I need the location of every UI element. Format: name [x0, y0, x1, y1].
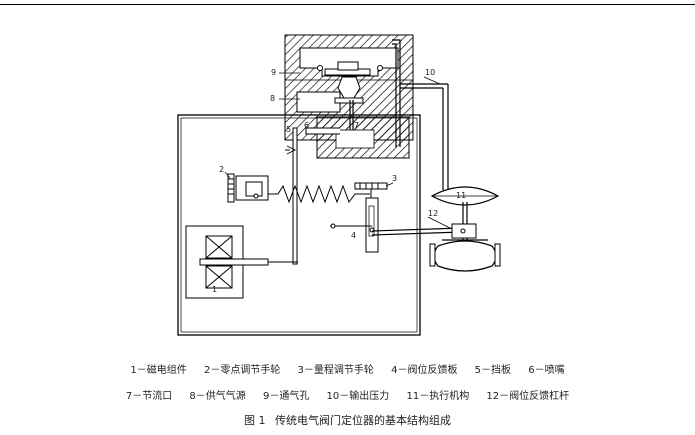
figure-number: 图 1	[244, 414, 266, 427]
legend-item: 6－喷嘴	[528, 365, 565, 376]
legend-item: 1－磁电组件	[130, 365, 187, 376]
flapper	[292, 127, 298, 265]
legend-item: 4－阀位反馈板	[391, 365, 458, 376]
legend-item: 11－执行机构	[406, 391, 470, 402]
label-9: 9	[271, 68, 276, 77]
label-7: 7	[354, 121, 359, 130]
figure-caption: 图 1 传统电气阀门定位器的基本结构组成	[0, 412, 695, 428]
legend-item: 3－量程调节手轮	[297, 365, 374, 376]
label-5: 5	[286, 125, 291, 134]
vent-hole	[317, 65, 323, 71]
leader-lines	[224, 72, 451, 229]
figure-title: 传统电气阀门定位器的基本结构组成	[275, 414, 451, 427]
label-8: 8	[270, 94, 275, 103]
label-6: 6	[304, 121, 309, 130]
legend-item: 8－供气气源	[189, 391, 246, 402]
label-1: 1	[212, 285, 217, 294]
label-11: 11	[456, 191, 466, 200]
label-4: 4	[351, 231, 356, 240]
label-2: 2	[219, 165, 224, 174]
magnetoelectric-assembly	[185, 225, 298, 299]
feedback-lever	[371, 227, 463, 236]
label-3: 3	[392, 174, 397, 183]
label-10: 10	[425, 68, 435, 77]
legend-row-1: 1－磁电组件 2－零点调节手轮 3－量程调节手轮 4－阀位反馈板 5－挡板 6－…	[0, 361, 695, 376]
valve-positioner-diagram: 1 2 3 4 5 6 7 8 9 10 11 12	[177, 34, 501, 336]
top-rule	[0, 4, 695, 5]
actuator	[430, 186, 500, 240]
legend-item: 7－节流口	[125, 391, 173, 402]
valve-body	[429, 223, 501, 272]
legend-item: 12－阀位反馈杠杆	[486, 391, 570, 402]
legend-item: 5－挡板	[474, 365, 512, 376]
feedback-plate	[330, 197, 379, 253]
label-12: 12	[428, 209, 438, 218]
legend-item: 9－通气孔	[262, 391, 310, 402]
pneumatic-relay	[284, 34, 414, 141]
nozzle-block	[316, 116, 410, 159]
legend-item: 10－输出压力	[326, 391, 390, 402]
legend-item: 2－零点调节手轮	[203, 365, 281, 376]
span-adjust-knob	[354, 182, 388, 198]
nozzle	[305, 127, 340, 135]
zero-adjust-knob	[227, 173, 269, 203]
spring	[268, 184, 370, 204]
legend-row-2: 7－节流口 8－供气气源 9－通气孔 10－输出压力 11－执行机构 12－阀位…	[0, 387, 695, 402]
flapper-pivot	[285, 145, 297, 155]
